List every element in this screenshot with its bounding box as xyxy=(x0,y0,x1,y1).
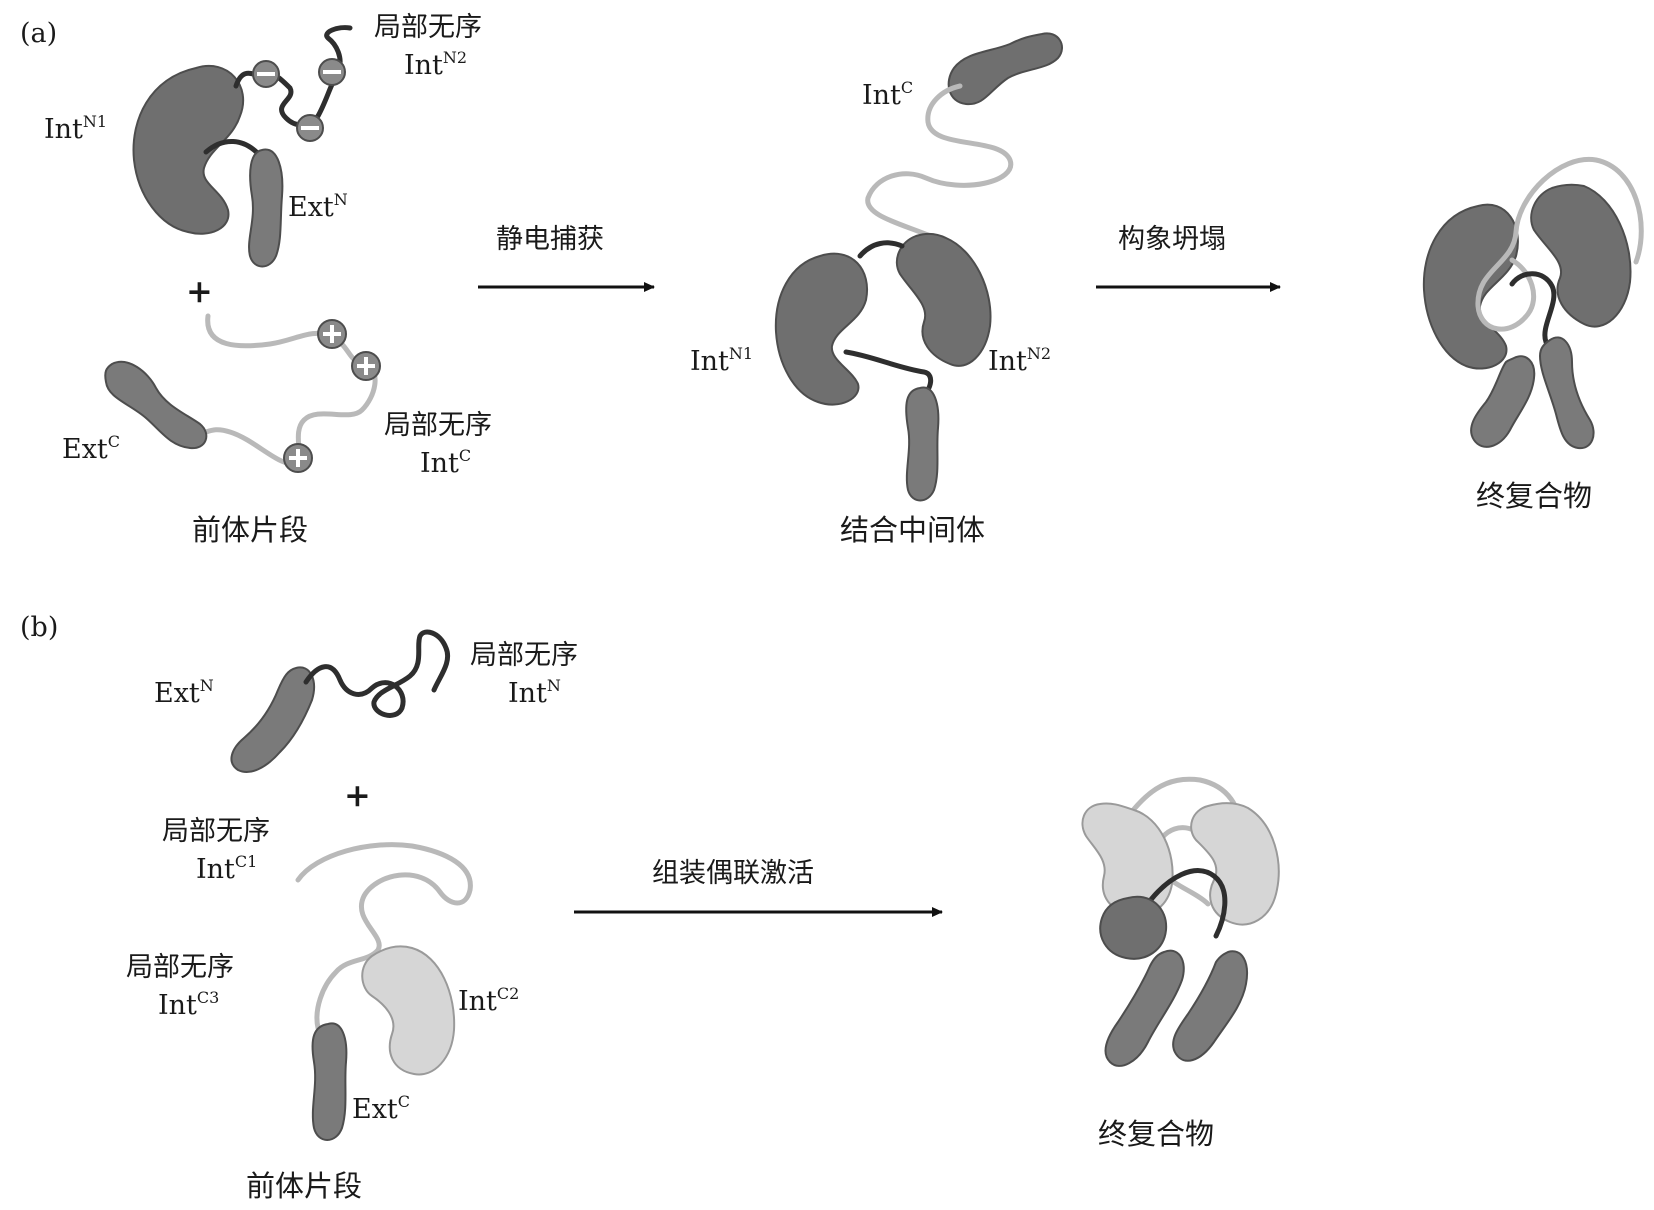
extn-domain-intermediate xyxy=(905,386,940,502)
intn2-domain-intermediate xyxy=(895,232,992,367)
intn1-domain xyxy=(132,65,245,235)
panel-a-precursor-group: IntN1 局部无序 IntN2 ExtN + xyxy=(44,12,492,547)
plus-sign-b: + xyxy=(344,776,371,814)
positive-charge-3 xyxy=(283,443,313,473)
assembly-coupled-activation-label: 组装偶联激活 xyxy=(652,858,814,889)
intn-linker-intermediate xyxy=(857,240,905,259)
panel-b: (b) ExtN 局部无序 IntN + 局部无序 IntC1 局部无序 Int… xyxy=(20,612,1280,1203)
intn1-label: IntN1 xyxy=(44,112,107,145)
intc-domain-intermediate xyxy=(947,32,1063,106)
intc-disordered-title: 局部无序 xyxy=(384,410,492,441)
final-b-extc-rod xyxy=(1172,950,1248,1062)
final-a-extn-rod xyxy=(1538,336,1595,450)
intn2-label: IntN2 xyxy=(404,48,467,81)
intc2-domain-b xyxy=(361,945,456,1076)
final-b-intn-linker xyxy=(1143,868,1228,939)
final-b-intc3-knot xyxy=(1099,895,1168,960)
extn-label: ExtN xyxy=(288,190,348,223)
electrostatic-capture-label: 静电捕获 xyxy=(496,224,604,255)
precursor-caption-a: 前体片段 xyxy=(192,513,308,547)
extn-domain-b xyxy=(230,666,315,773)
panel-b-precursor-group: ExtN 局部无序 IntN + 局部无序 IntC1 局部无序 IntC3 I… xyxy=(126,629,578,1203)
intc3-disordered-title-b: 局部无序 xyxy=(126,952,234,983)
final-b-extn-rod xyxy=(1104,949,1185,1067)
negative-charge-2 xyxy=(318,58,346,86)
intc-disordered-linker xyxy=(203,313,378,466)
plus-sign-a: + xyxy=(186,272,213,310)
intc1-label-b: IntC1 xyxy=(196,852,257,885)
intc1-disordered-linker-b xyxy=(295,842,473,1031)
extc-label-b: ExtC xyxy=(352,1092,410,1125)
extc-domain-b xyxy=(311,1022,348,1141)
extn-label-b: ExtN xyxy=(154,676,214,709)
final-b-right-domain xyxy=(1190,802,1280,926)
extc-domain xyxy=(104,361,208,450)
positive-charge-2 xyxy=(351,351,381,381)
panel-a-label: (a) xyxy=(20,18,57,49)
final-a-extc-rod xyxy=(1470,355,1536,448)
negative-charge-3 xyxy=(296,114,324,142)
intc1-disordered-title-b: 局部无序 xyxy=(162,816,270,847)
final-a-right-domain xyxy=(1530,183,1632,328)
intn2-disordered-title: 局部无序 xyxy=(374,12,482,43)
positive-charge-1 xyxy=(317,319,347,349)
intn-label-b: IntN xyxy=(508,676,561,709)
intn1-label-intermediate: IntN1 xyxy=(690,344,753,377)
panel-b-label: (b) xyxy=(20,612,58,643)
conformational-collapse-label: 构象坍塌 xyxy=(1118,224,1226,255)
final-caption-a: 终复合物 xyxy=(1476,479,1592,513)
extc-label: ExtC xyxy=(62,432,120,465)
binding-intermediate-group: IntC IntN1 IntN2 结合中间体 xyxy=(690,32,1063,547)
intc2-label-b: IntC2 xyxy=(458,984,519,1017)
intn-disordered-linker-b xyxy=(303,629,450,718)
precursor-caption-b: 前体片段 xyxy=(246,1169,362,1203)
intermediate-caption: 结合中间体 xyxy=(840,513,985,547)
intn1-domain-intermediate xyxy=(774,252,869,406)
negative-charge-1 xyxy=(252,60,280,88)
intc3-label-b: IntC3 xyxy=(158,988,219,1021)
intc-label-intermediate: IntC xyxy=(862,78,913,111)
intn2-label-intermediate: IntN2 xyxy=(988,344,1051,377)
final-a-intc-linker xyxy=(1475,156,1644,332)
extn-domain xyxy=(248,148,284,268)
final-caption-b: 终复合物 xyxy=(1098,1117,1214,1151)
intn-disordered-title-b: 局部无序 xyxy=(470,640,578,671)
intc-label: IntC xyxy=(420,446,471,479)
final-complex-b-group: 终复合物 xyxy=(1081,776,1280,1151)
panel-a: (a) IntN1 局部无序 xyxy=(20,12,1644,547)
final-a-left-domain xyxy=(1422,203,1519,370)
final-complex-a-group: 终复合物 xyxy=(1422,156,1644,513)
